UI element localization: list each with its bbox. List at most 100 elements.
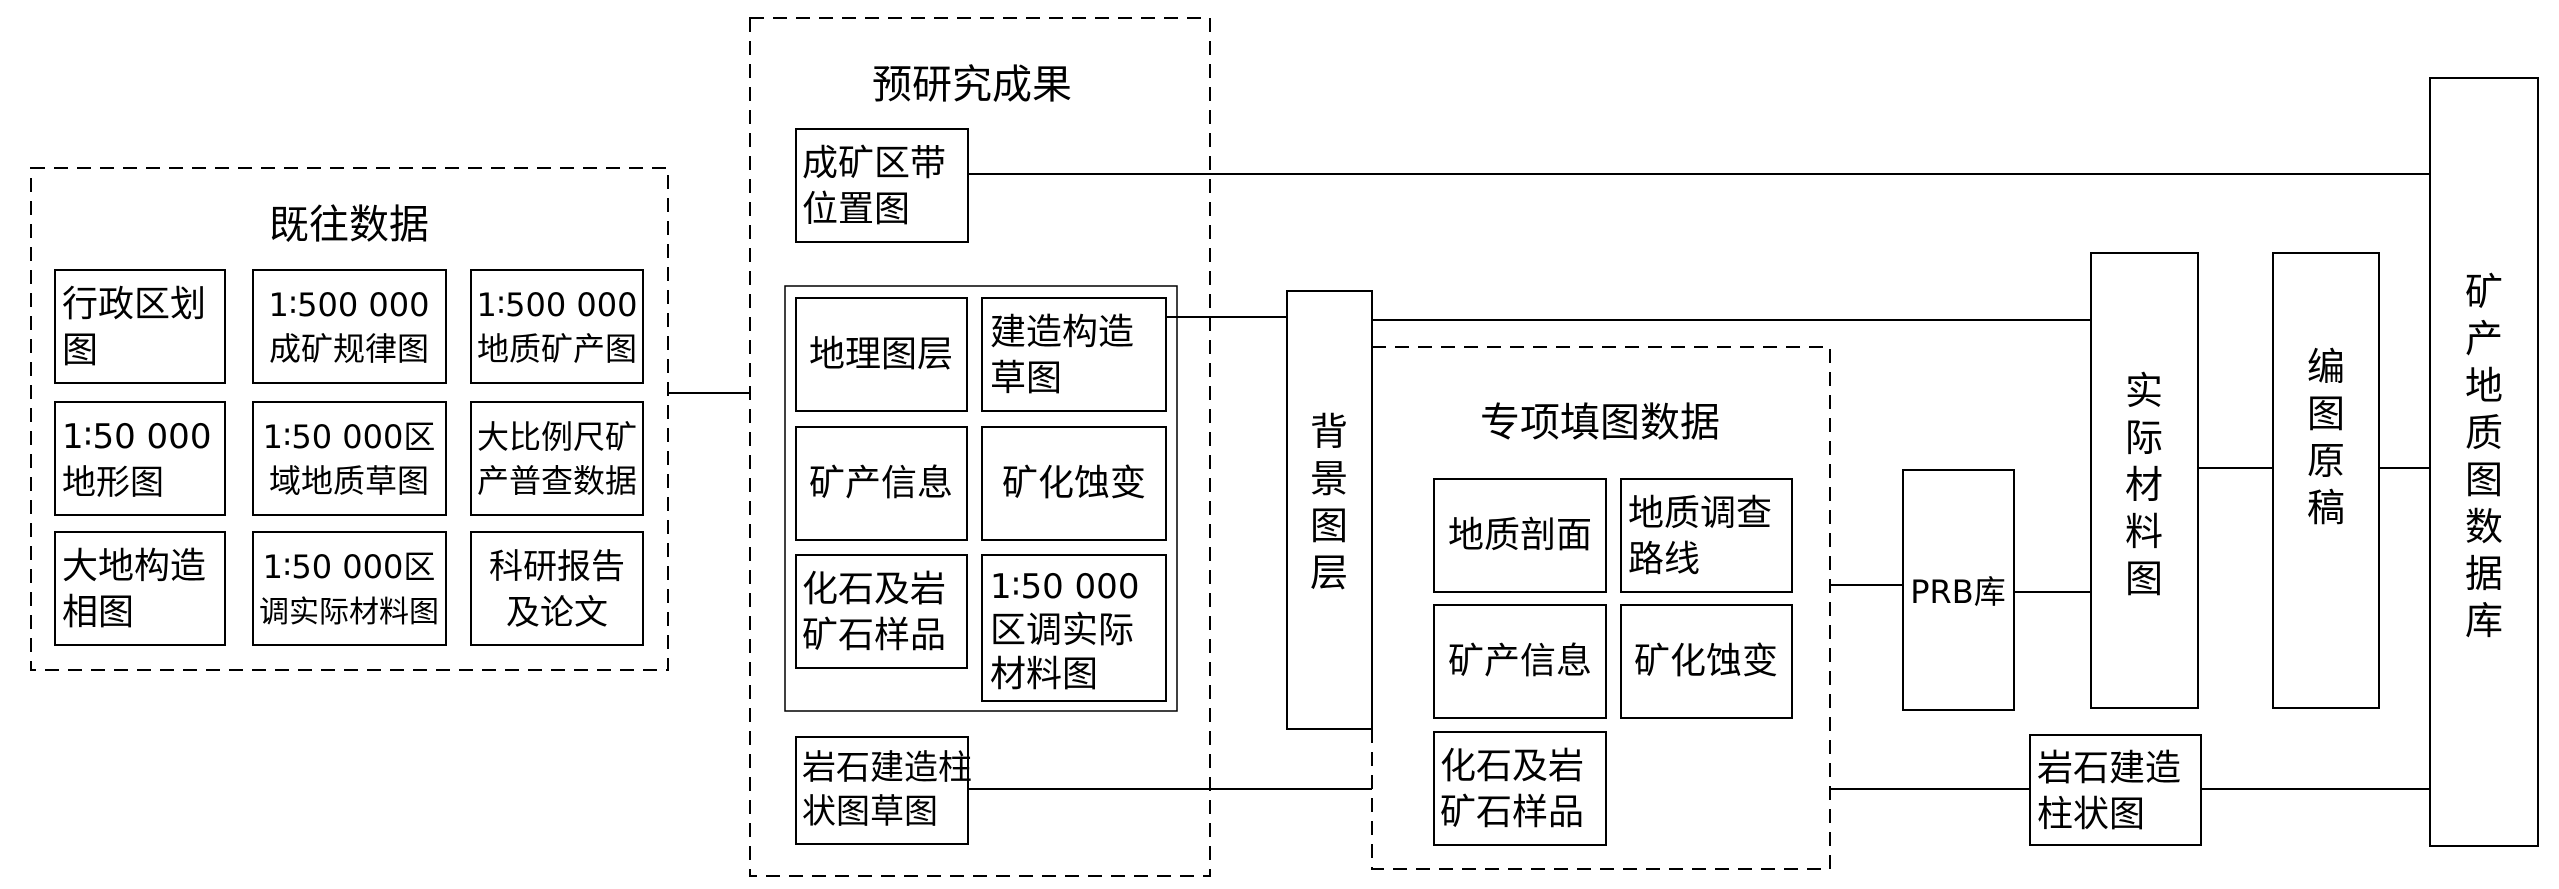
compiled-draft-box: 编 图 原 稿 xyxy=(2272,252,2380,709)
pre-research-group-frame xyxy=(749,17,1211,877)
box-label: 岩石建造柱 xyxy=(802,748,972,788)
special-mapping-title: 专项填图数据 xyxy=(1480,400,1720,446)
existing-data-group-frame xyxy=(30,167,669,671)
box-label: 区调实际 xyxy=(990,610,1134,651)
box-label: 地质调查 xyxy=(1628,493,1772,534)
box-label: 成矿区带 xyxy=(802,143,946,184)
box-label: 地质矿产图 xyxy=(477,330,637,368)
box-label: 产普查数据 xyxy=(477,462,637,500)
box-label: 背 xyxy=(1310,410,1348,454)
existing-data-box-7: 大地构造 相图 xyxy=(54,531,226,646)
box-label: 调实际材料图 xyxy=(259,595,439,630)
box-label: 料 xyxy=(2125,510,2163,554)
prb-library-box: PRB库 xyxy=(1902,469,2015,711)
special-mineral-info-box: 矿产信息 xyxy=(1433,604,1607,719)
mineralization-alteration-box: 矿化蚀变 xyxy=(981,426,1167,541)
box-label: 地 xyxy=(2465,364,2503,408)
box-label: 地质剖面 xyxy=(1448,515,1592,556)
regional-survey-map-box: 1∶50 000 区调实际 材料图 xyxy=(981,554,1167,702)
background-layer-box: 背 景 图 层 xyxy=(1286,290,1373,730)
box-label: 状图草图 xyxy=(802,792,938,832)
box-label: 质 xyxy=(2465,411,2503,455)
existing-data-box-1: 行政区划 图 xyxy=(54,269,226,384)
box-label: 产 xyxy=(2465,317,2503,361)
box-label: 稿 xyxy=(2307,486,2345,530)
box-label: 行政区划 xyxy=(62,284,206,325)
box-label: 原 xyxy=(2307,439,2345,483)
connector-lines xyxy=(668,173,2430,790)
existing-data-box-5: 1∶50 000区 域地质草图 xyxy=(252,401,447,516)
box-label: 材料图 xyxy=(990,654,1098,695)
box-label: 路线 xyxy=(1628,539,1700,580)
pre-research-inner-frame xyxy=(784,285,1178,712)
box-label: 景 xyxy=(1310,457,1348,501)
fossil-samples-box: 化石及岩 矿石样品 xyxy=(795,554,968,669)
special-fossil-samples-box: 化石及岩 矿石样品 xyxy=(1433,731,1607,846)
existing-data-box-3: 1∶500 000 地质矿产图 xyxy=(470,269,644,384)
box-label: 大地构造 xyxy=(62,546,206,587)
box-label: PRB库 xyxy=(1910,573,2006,611)
box-label: 地理图层 xyxy=(809,334,953,375)
tectonic-sketch-box: 建造构造 草图 xyxy=(981,297,1167,412)
box-label: 1∶500 000 xyxy=(268,286,429,324)
box-label: 矿产信息 xyxy=(1448,641,1592,682)
special-alteration-box: 矿化蚀变 xyxy=(1620,604,1793,719)
box-label: 材 xyxy=(2125,463,2163,507)
box-label: 矿石样品 xyxy=(1440,792,1584,833)
mineral-info-box: 矿产信息 xyxy=(795,426,968,541)
box-label: 位置图 xyxy=(802,189,910,230)
existing-data-box-8: 1∶50 000区 调实际材料图 xyxy=(252,531,447,646)
box-label: 图 xyxy=(2125,557,2163,601)
box-label: 矿化蚀变 xyxy=(1634,641,1778,682)
box-label: 矿 xyxy=(2465,270,2503,314)
survey-route-box: 地质调查 路线 xyxy=(1620,478,1793,593)
geologic-section-box: 地质剖面 xyxy=(1433,478,1607,593)
box-label: 及论文 xyxy=(506,593,608,633)
box-label: 成矿规律图 xyxy=(269,330,429,368)
box-label: 地形图 xyxy=(62,463,164,503)
box-label: 科研报告 xyxy=(489,547,625,587)
mineral-geology-database-box: 矿 产 地 质 图 数 据 库 xyxy=(2429,77,2539,847)
box-label: 层 xyxy=(1310,551,1348,595)
existing-data-title: 既往数据 xyxy=(269,202,429,248)
box-label: 数 xyxy=(2465,505,2503,549)
actual-material-map-box: 实 际 材 料 图 xyxy=(2090,252,2199,709)
box-label: 矿石样品 xyxy=(802,615,946,656)
box-label: 图 xyxy=(62,330,98,371)
box-label: 据 xyxy=(2465,552,2503,596)
special-mapping-group-frame xyxy=(1371,346,1831,870)
box-label: 矿产信息 xyxy=(809,463,953,504)
box-label: 矿化蚀变 xyxy=(1002,463,1146,504)
existing-data-box-6: 大比例尺矿 产普查数据 xyxy=(470,401,644,516)
pre-research-title: 预研究成果 xyxy=(872,62,1072,108)
box-label: 大比例尺矿 xyxy=(477,418,637,456)
box-label: 1∶50 000 xyxy=(990,567,1139,607)
box-label: 编 xyxy=(2307,345,2345,389)
box-label: 化石及岩 xyxy=(802,569,946,610)
belt-location-map-box: 成矿区带 位置图 xyxy=(795,128,969,243)
box-label: 图 xyxy=(1310,504,1348,548)
existing-data-box-2: 1∶500 000 成矿规律图 xyxy=(252,269,447,384)
geography-layer-box: 地理图层 xyxy=(795,297,968,412)
box-label: 1∶50 000区 xyxy=(263,548,436,586)
box-label: 草图 xyxy=(990,358,1062,399)
box-label: 岩石建造 xyxy=(2037,748,2181,789)
box-label: 图 xyxy=(2307,392,2345,436)
box-label: 柱状图 xyxy=(2037,794,2145,835)
box-label: 1∶500 000 xyxy=(476,286,637,324)
box-label: 相图 xyxy=(62,592,134,633)
box-label: 实 xyxy=(2125,369,2163,413)
box-label: 建造构造 xyxy=(990,312,1134,353)
rock-column-map-box: 岩石建造 柱状图 xyxy=(2029,734,2202,846)
existing-data-box-9: 科研报告 及论文 xyxy=(470,531,644,646)
box-label: 图 xyxy=(2465,458,2503,502)
box-label: 1∶50 000 xyxy=(62,417,211,457)
box-label: 域地质草图 xyxy=(269,462,429,500)
box-label: 际 xyxy=(2125,416,2163,460)
box-label: 1∶50 000区 xyxy=(263,418,436,456)
box-label: 库 xyxy=(2465,599,2503,643)
rock-column-sketch-box: 岩石建造柱 状图草图 xyxy=(795,736,972,845)
box-label: 化石及岩 xyxy=(1440,746,1584,787)
